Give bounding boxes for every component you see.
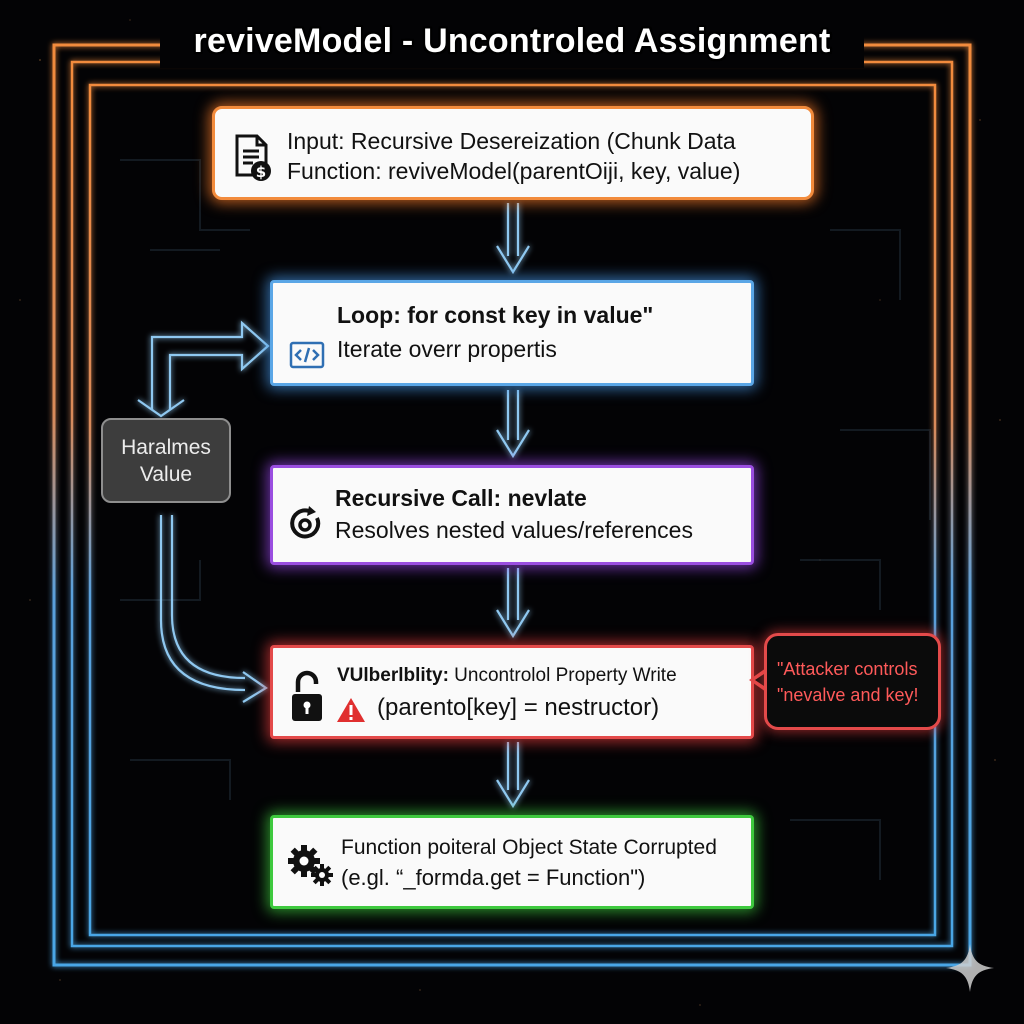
recursive-line-2: Resolves nested values/references bbox=[335, 517, 693, 543]
input-node: $ Input: Recursive Desereization (Chunk … bbox=[212, 106, 814, 200]
code-icon bbox=[289, 341, 325, 369]
diagram-title: reviveModel - Uncontroled Assignment bbox=[193, 22, 831, 60]
recursive-line-1: Recursive Call: nevlate bbox=[335, 485, 587, 511]
document-dollar-icon: $ bbox=[235, 134, 271, 181]
corrupted-line-2: (e.gl. “_formda.get = Function") bbox=[341, 865, 646, 890]
side-value-node: Haralmes Value bbox=[101, 418, 231, 503]
sparkle-icon bbox=[946, 944, 994, 992]
input-line-2: Function: reviveModel(parentOiji, key, v… bbox=[287, 157, 741, 184]
loop-line-1: Loop: for const key in value" bbox=[337, 302, 654, 328]
loop-line-2: Iterate overr propertis bbox=[337, 336, 557, 362]
vulnerability-line-1: Uncontrolol Property Write bbox=[448, 665, 677, 686]
recursive-call-node: Recursive Call: nevlate Resolves nested … bbox=[270, 465, 754, 565]
vulnerability-label: VUlberlblity: bbox=[337, 665, 449, 686]
gears-icon bbox=[288, 845, 333, 886]
side-line-1: Haralmes bbox=[121, 436, 211, 459]
svg-text:$: $ bbox=[256, 163, 266, 181]
refresh-target-icon bbox=[290, 506, 321, 539]
corrupted-state-node: Function poiteral Object State Corrupted… bbox=[270, 815, 754, 909]
input-line-1: Input: Recursive Desereization (Chunk Da… bbox=[287, 128, 736, 154]
unlocked-padlock-icon bbox=[292, 670, 322, 721]
attacker-callout: "Attacker controls "nevalve and key! bbox=[764, 633, 941, 730]
corrupted-line-1: Function poiteral Object State Corrupted bbox=[341, 836, 717, 859]
callout-line-2: "nevalve and key! bbox=[777, 685, 919, 706]
vulnerability-line-2: (parento[key] = nestructor) bbox=[377, 694, 660, 721]
vulnerability-node: VUlberlblity: Uncontrolol Property Write… bbox=[270, 645, 754, 739]
warning-icon bbox=[337, 698, 365, 722]
side-line-2: Value bbox=[139, 463, 193, 487]
loop-node: Loop: for const key in value" Iterate ov… bbox=[270, 280, 754, 386]
callout-line-1: "Attacker controls bbox=[777, 659, 918, 679]
